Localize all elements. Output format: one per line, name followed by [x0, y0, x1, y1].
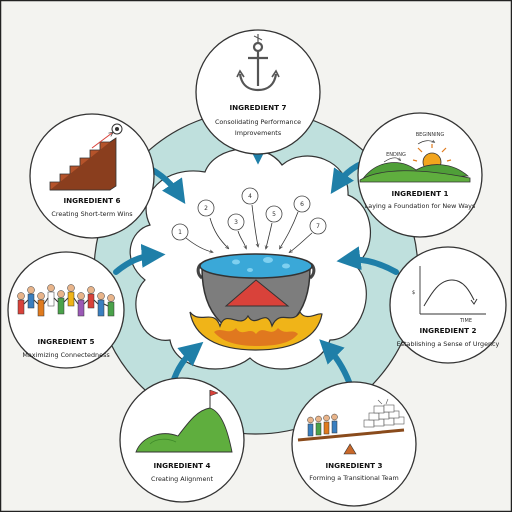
ingredient-circle	[7, 251, 125, 369]
ingredient-subtitle: Establishing a Sense of Urgency	[397, 340, 500, 348]
number-bubbles: 1 2 3 4 5 6 7	[171, 187, 327, 241]
flag-hill-icon	[135, 389, 233, 453]
ingredient-circle	[389, 246, 507, 364]
beginning-label: BEGINNING	[416, 132, 445, 138]
bubble-label: 7	[316, 223, 320, 230]
bubble-3: 3	[227, 213, 245, 231]
ingredient-title: INGREDIENT 1	[391, 189, 448, 198]
ingredient-circle	[291, 381, 417, 507]
ingredient-circle	[195, 29, 321, 155]
x-axis-label: TIME	[459, 318, 472, 324]
bubble-6: 6	[293, 195, 311, 213]
arrow-from-2	[336, 246, 399, 275]
bubble-2: 2	[197, 199, 215, 217]
seesaw-team-icon	[297, 398, 405, 455]
ingredient-3: INGREDIENT 3 Forming a Transitional Team	[291, 381, 417, 507]
bubble-label: 5	[272, 211, 276, 218]
bubble-7: 7	[309, 217, 327, 235]
bubble-1: 1	[171, 223, 189, 241]
people-circle-icon	[17, 284, 115, 317]
bubble-label: 3	[234, 219, 238, 226]
y-axis-label: $	[412, 290, 415, 296]
ingredient-title: INGREDIENT 7	[229, 103, 286, 112]
ingredient-subtitle: Improvements	[235, 129, 282, 137]
ingredient-subtitle: Laying a Foundation for New Ways	[365, 202, 476, 210]
ingredient-4: INGREDIENT 4 Creating Alignment	[119, 377, 245, 503]
fire-icon	[189, 310, 323, 351]
ingredient-6: INGREDIENT 6 Creating Short-term Wins	[29, 113, 155, 239]
bubble-4: 4	[241, 187, 259, 205]
ingredient-title: INGREDIENT 6	[63, 196, 120, 205]
ingredient-subtitle: Forming a Transitional Team	[309, 474, 398, 482]
bubble-label: 6	[300, 201, 304, 208]
ingredient-7: INGREDIENT 7 Consolidating Performance I…	[195, 29, 321, 155]
ingredient-title: INGREDIENT 2	[419, 326, 476, 335]
ingredient-2: $ TIME INGREDIENT 2 Establishing a Sense…	[389, 246, 507, 364]
ingredient-title: INGREDIENT 5	[37, 337, 94, 346]
bubble-label: 4	[248, 193, 252, 200]
urgency-graph-icon: $ TIME	[412, 266, 486, 324]
ingredient-subtitle: Maximizing Connectedness	[22, 351, 110, 359]
ending-label: ENDING	[386, 152, 406, 158]
ingredient-5: INGREDIENT 5 Maximizing Connectedness	[7, 251, 125, 369]
ingredient-subtitle: Creating Alignment	[151, 475, 213, 483]
ingredient-subtitle: Creating Short-term Wins	[51, 210, 133, 218]
bubble-label: 1	[178, 229, 182, 236]
bubble-5: 5	[265, 205, 283, 223]
ingredient-title: INGREDIENT 4	[153, 461, 210, 470]
ingredient-1: ENDING BEGINNING INGREDIENT 1 Laying a F…	[357, 112, 483, 238]
ingredient-title: INGREDIENT 3	[325, 461, 382, 470]
stairs-target-icon	[49, 123, 123, 191]
anchor-icon	[236, 34, 280, 92]
sunrise-icon: ENDING BEGINNING	[359, 132, 471, 183]
bubble-label: 2	[204, 205, 208, 212]
ingredient-subtitle: Consolidating Performance	[215, 118, 301, 126]
arrow-from-5	[113, 243, 166, 275]
bubble-arrows	[185, 204, 313, 252]
